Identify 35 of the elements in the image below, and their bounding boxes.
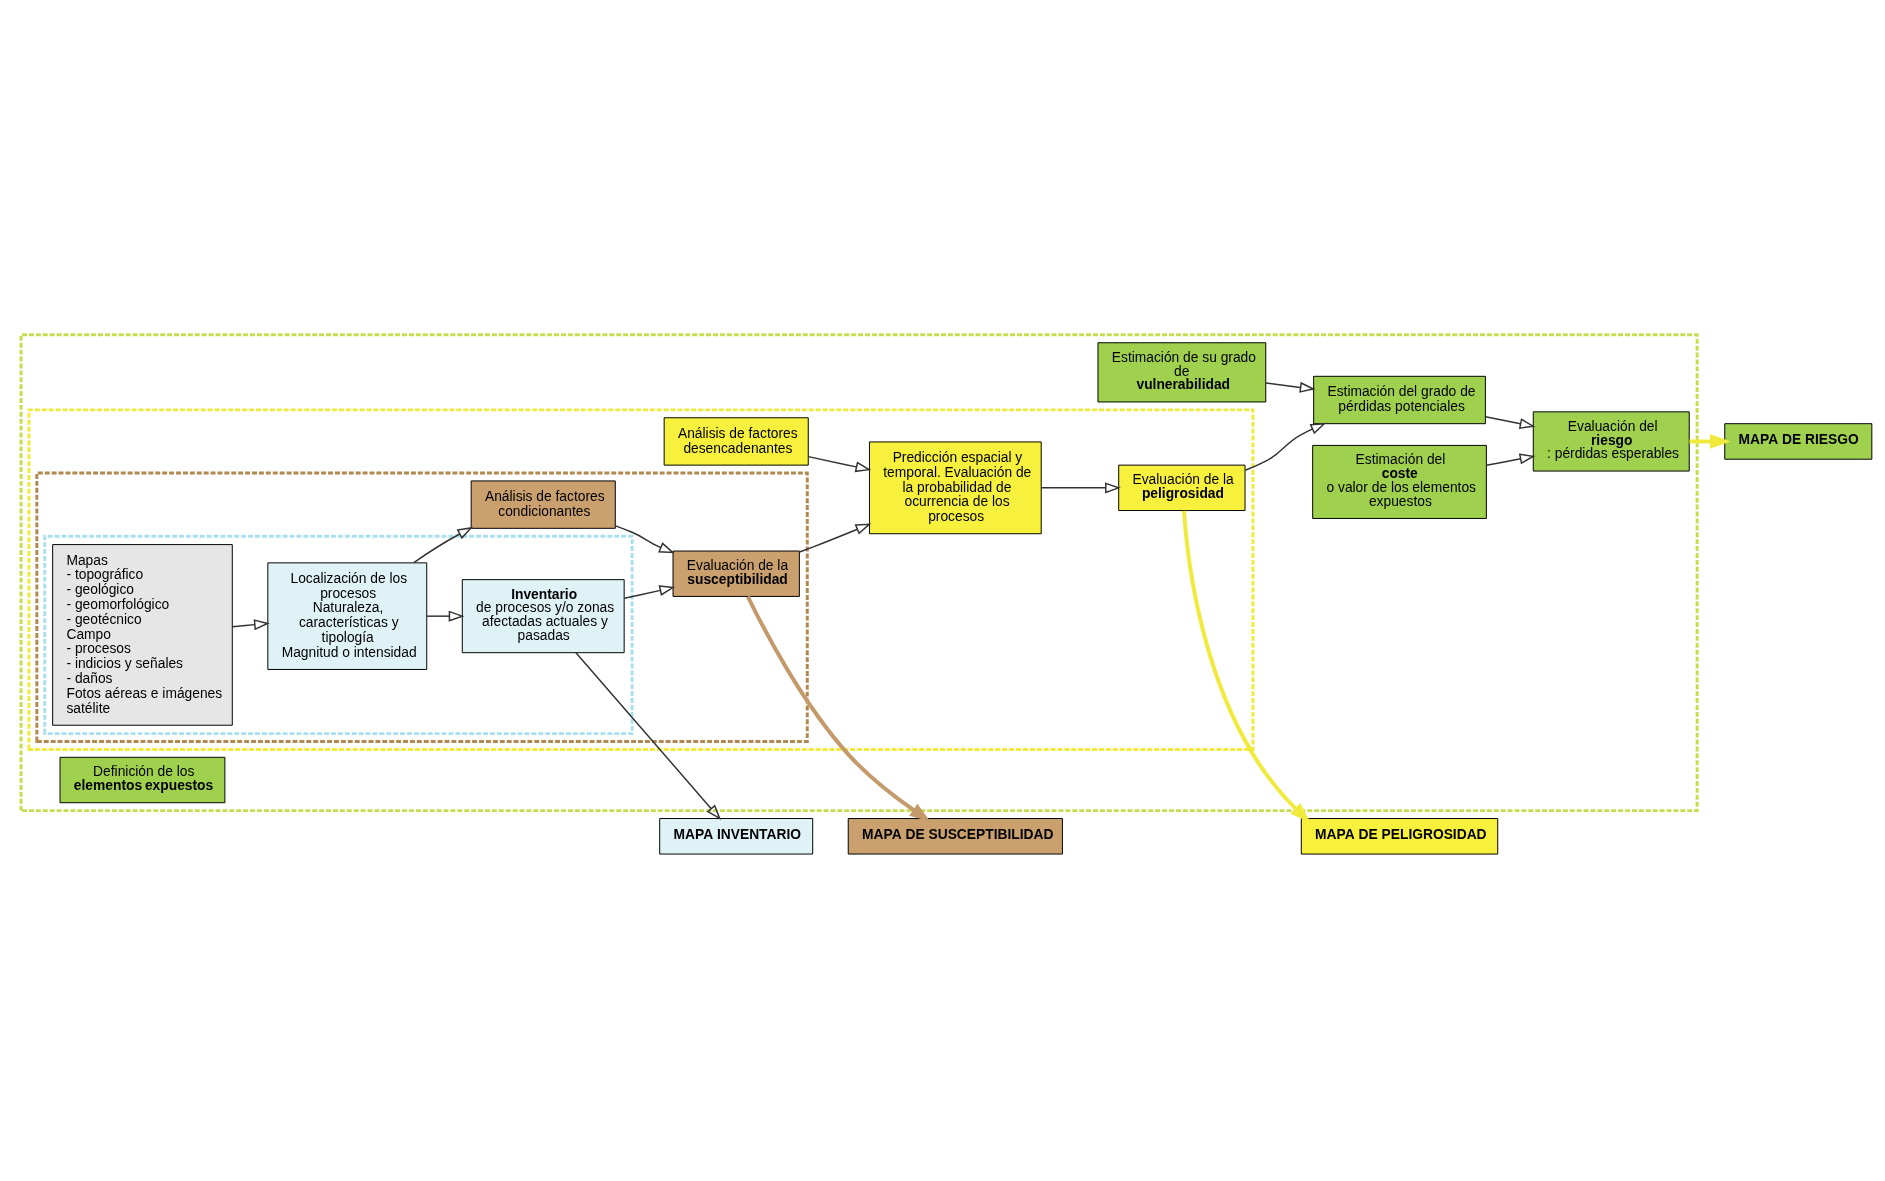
arrow [623,585,676,600]
node-box: MAPA DE PELIGROSIDAD [1300,818,1499,855]
node-box: MAPA DE SUSCEPTIBILIDAD [847,818,1063,855]
node-box: Análisis de factores desencadenantes [663,417,809,466]
node-box: MAPA INVENTARIO [659,818,814,855]
node-box: Mapas - topográfico - geológico - geomorfológico - geotécnico Campo - procesos - indicios y señales - daños Fotos aéreas e imágenes satélite [52,544,233,726]
node-box: Evaluación de la susceptibilidad [672,550,800,597]
node-box: Definición de los elementos expuestos [59,756,226,804]
node-box: Análisis de factores condicionantes [470,480,616,529]
node-box: Predicción espacial y temporal. Evaluación de la probabilidad de ocurrencia de los procesos [868,441,1042,535]
arrow [1040,482,1121,494]
arrow [614,525,675,554]
arrow [1484,416,1536,429]
node-box: Evaluación del riesgo: pérdidas esperables [1532,411,1690,472]
arrow [746,595,931,822]
arrow [1244,422,1327,471]
node-box: Estimación del coste o valor de los elementos expuestos [1312,444,1487,519]
node-box: Evaluación de la peligrosidad [1118,464,1246,512]
arrow [413,526,474,564]
node-box: Estimación del grado de pérdidas potenciales [1313,375,1486,425]
arrow [231,619,270,631]
node-box: Inventario de procesos y/o zonas afectadas actuales y pasadas [461,579,625,654]
arrow [426,610,465,622]
cluster [35,471,809,743]
arrow [1689,434,1731,449]
arrow [1485,453,1536,467]
arrow [798,523,872,553]
arrow [1265,381,1316,393]
cluster [27,408,1255,751]
node-box: Estimación de su grado de vulnerabilidad [1097,342,1267,403]
arrow [575,652,722,821]
node-box: MAPA DE RIESGO [1724,423,1873,460]
arrow [807,455,872,473]
node-box: Localización de los procesos Naturaleza, características y tipología Magnitud o intensidad [267,562,428,670]
arrow [1182,510,1311,823]
